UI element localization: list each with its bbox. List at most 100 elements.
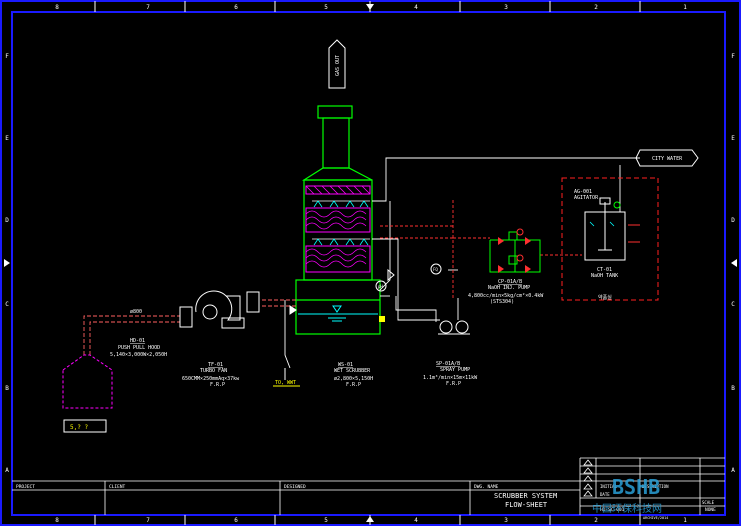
border-ticks-labels: 8 7 6 5 4 3 2 1 8 7 6 5 4 3 2 1 F E D C … (5, 4, 735, 524)
left-tick-label: D (5, 217, 9, 224)
center-mark-top (366, 4, 374, 10)
level-switch-icon (379, 316, 385, 322)
bottom-tick-label: 7 (146, 517, 150, 524)
to-wwt-label: TO, WWT (275, 380, 296, 386)
ph-meter-icon (375, 280, 387, 292)
top-tick-label: 3 (504, 4, 508, 11)
duct-flanges (179, 291, 297, 328)
bottom-tick-label: 5 (324, 517, 328, 524)
dwg-number: HD-SC-001 (600, 507, 625, 513)
bottom-tick-label: 1 (683, 517, 687, 524)
dwg-name-line-2: FLOW-SHEET (505, 501, 548, 509)
center-mark-bottom (366, 516, 374, 522)
spray-nozzles (312, 200, 370, 246)
flow-indicator-icon (430, 263, 442, 275)
right-tick-label: B (731, 385, 735, 392)
title-label-dwg-name: DWG. NAME (474, 484, 499, 490)
turbo-fan (195, 290, 245, 329)
chemical-room (561, 177, 659, 301)
gas-out-label: GAS OUT (335, 55, 341, 76)
bottom-tick-label: 6 (234, 517, 238, 524)
hood-name: PUSH PULL HOOD (118, 345, 160, 351)
packing-beds (305, 185, 371, 273)
left-tick-label: B (5, 385, 9, 392)
flow-indicator-label: FQ (433, 267, 438, 272)
revision-date: DATE (600, 492, 610, 497)
push-pull-hood (62, 354, 113, 409)
scrubber-material: F.R.P (346, 382, 361, 388)
spray-pumps (438, 320, 470, 335)
tank-name: NaOH TANK (591, 273, 618, 279)
scrubber-tag: WS-01 (338, 362, 353, 368)
top-tick-label: 2 (594, 4, 598, 11)
top-tick-label: 6 (234, 4, 238, 11)
tank-water-marks (589, 221, 615, 227)
scale-value: NONE (705, 507, 716, 513)
right-tick-label: C (731, 301, 735, 308)
spray-pump-name: SPRAY PUMP (440, 367, 470, 373)
naoh-tank (584, 197, 626, 261)
sheet-inner-border (11, 11, 726, 516)
left-tick-label: A (5, 467, 9, 474)
hood-tag: HD-01 (130, 338, 145, 344)
top-tick-label: 7 (146, 4, 150, 11)
bottom-tick-label: 4 (414, 517, 418, 524)
naoh-pump-valves (498, 237, 531, 273)
top-tick-label: 1 (683, 4, 687, 11)
wet-scrubber (295, 105, 381, 335)
center-mark-left (4, 259, 10, 267)
naoh-pump-tag: CP-01A/B (498, 279, 522, 285)
hood-note: 5,? ? (70, 424, 88, 431)
naoh-pump-spec: 4,800cc/min×5kg/cm²×0.4kW (468, 293, 544, 299)
ph-meter-label: pH (378, 284, 383, 289)
revision-description: DESCRIPTION (642, 484, 669, 489)
fan-spec: 650CMM×250mmAq×37kw (182, 376, 240, 382)
city-water-flag (635, 149, 699, 167)
watermark-logo: BSHB (612, 475, 660, 499)
right-tick-label: E (731, 135, 735, 142)
fan-name: TURBO FAN (200, 368, 227, 374)
water-valve-icon (387, 268, 395, 282)
right-tick-label: A (731, 467, 735, 474)
right-tick-label: D (731, 217, 735, 224)
archive-date: ARCHIVE/2014 (643, 516, 668, 520)
spray-pump-tag: SP-01A/B (436, 361, 460, 367)
agitator-tag: AG-001 (574, 189, 592, 195)
naoh-pump-name: NaOH INJ. PUMP (488, 285, 530, 291)
left-tick-label: F (5, 53, 9, 60)
center-mark-right (731, 259, 737, 267)
title-block-frame (12, 457, 725, 515)
title-label-designed: DESIGNED (284, 484, 306, 490)
chemical-line (380, 200, 582, 298)
bottom-tick-label: 2 (594, 517, 598, 524)
dwg-name-line-1: SCRUBBER SYSTEM (494, 492, 557, 500)
naoh-pump-skid (489, 231, 541, 273)
tank-nozzle-icon (613, 201, 621, 209)
watermark-text: 中国环保科技网 (592, 502, 662, 515)
pressure-gauge-icon (516, 228, 524, 236)
scrubber-name: WET SCRUBBER (334, 368, 371, 374)
chemical-room-label: 약품실 (598, 294, 612, 301)
title-label-project: PROJECT (16, 484, 35, 490)
top-tick-label: 4 (414, 4, 418, 11)
sump-water (298, 305, 378, 322)
tank-tag: CT-01 (597, 267, 612, 273)
revision-initial: INITIAL (600, 484, 617, 489)
top-tick-label: 5 (324, 4, 328, 11)
agitator-name: AGITATOR (574, 195, 599, 201)
right-tick-label: F (731, 53, 735, 60)
title-label-client: CLIENT (109, 484, 126, 490)
scale-label: SCALE (702, 500, 715, 505)
bottom-tick-label: 8 (55, 517, 59, 524)
left-tick-label: C (5, 301, 9, 308)
left-tick-label: E (5, 135, 9, 142)
fan-material: F.R.P (210, 382, 225, 388)
revision-triangles (583, 459, 593, 497)
bottom-tick-label: 3 (504, 517, 508, 524)
duct-size-label: ø800 (130, 309, 142, 315)
exhaust-duct (83, 299, 296, 355)
naoh-pump-material: (STS304) (490, 299, 514, 305)
gas-out-arrow (328, 39, 346, 89)
spray-pump-spec: 1.1m³/min×15m×11kW (423, 375, 478, 381)
